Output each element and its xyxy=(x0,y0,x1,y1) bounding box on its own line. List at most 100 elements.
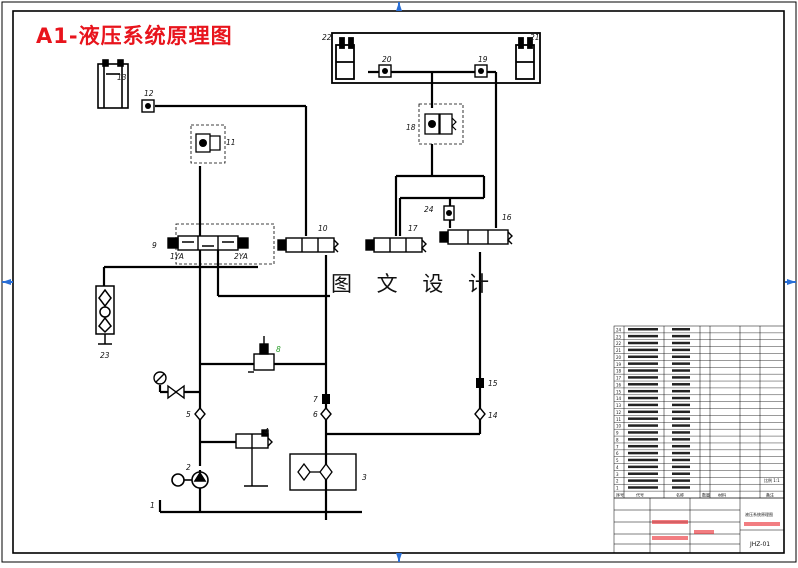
parts-row-name xyxy=(672,348,690,352)
parts-row-number: 7 xyxy=(616,444,619,449)
label-4: 4 xyxy=(264,427,269,436)
parts-row-number: 1 xyxy=(616,486,619,491)
parts-row-name xyxy=(672,376,690,379)
parts-row-number: 17 xyxy=(616,376,622,381)
parts-row-number: 5 xyxy=(616,458,619,463)
parts-row-code xyxy=(628,403,658,407)
parts-row-name xyxy=(672,438,690,441)
label-22: 22 xyxy=(322,33,332,42)
parts-row-code xyxy=(628,465,658,469)
filter-3 xyxy=(289,453,357,491)
title-block-stamps xyxy=(652,520,780,540)
parts-row-number: 11 xyxy=(616,417,622,422)
solenoid-2ya: 2YA xyxy=(234,252,248,261)
check-valve-5 xyxy=(194,406,206,422)
parts-row-name xyxy=(672,355,690,359)
accumulator-13 xyxy=(97,59,129,109)
label-2: 2 xyxy=(186,463,191,472)
label-16: 16 xyxy=(502,213,512,222)
parts-row-number: 18 xyxy=(616,369,622,374)
parts-row-code xyxy=(628,444,658,448)
label-9: 9 xyxy=(152,241,157,250)
parts-row-code xyxy=(628,438,658,441)
parts-row-code xyxy=(628,410,658,414)
title-block-name: 液压系统原理图 xyxy=(745,511,773,517)
drawing-title: A1-液压系统原理图 xyxy=(36,24,233,48)
parts-row-number: 12 xyxy=(616,410,622,415)
parts-row-number: 19 xyxy=(616,362,622,367)
parts-row-number: 8 xyxy=(616,437,619,442)
parts-row-number: 22 xyxy=(616,341,622,346)
label-3: 3 xyxy=(362,473,367,482)
label-19: 19 xyxy=(478,55,488,64)
parts-row-name xyxy=(672,389,690,393)
parts-header-cell: 名称 xyxy=(676,492,684,498)
parts-header-cell: 数量 xyxy=(702,492,710,498)
label-5: 5 xyxy=(186,410,191,419)
parts-row-name xyxy=(672,417,690,420)
parts-row-name xyxy=(672,334,690,338)
parts-row-number: 4 xyxy=(616,465,619,470)
parts-row-number: 21 xyxy=(616,348,622,353)
directional-valve-10 xyxy=(277,237,339,253)
check-valve-19 xyxy=(474,64,488,78)
parts-row-name xyxy=(672,341,690,345)
parts-row-number: 20 xyxy=(616,355,622,360)
drawing-number: JHZ-01 xyxy=(749,541,770,548)
parts-row-name xyxy=(672,369,690,372)
parts-list-rows: 242322212019181716151413121110987654321序… xyxy=(614,327,784,498)
label-10: 10 xyxy=(318,224,328,233)
parts-row-name xyxy=(672,424,690,427)
parts-row-code xyxy=(628,376,658,379)
label-12: 12 xyxy=(144,89,154,98)
parts-row-code xyxy=(628,479,658,482)
check-valve-24 xyxy=(443,205,455,221)
solenoid-1ya: 1YA xyxy=(170,252,184,261)
valve-9-group-box xyxy=(175,223,275,265)
parts-row-name xyxy=(672,396,690,400)
check-valve-12 xyxy=(141,99,155,113)
parts-row-name xyxy=(672,410,690,414)
parts-row-number: 16 xyxy=(616,382,622,387)
parts-row-code xyxy=(628,383,658,386)
label-8: 8 xyxy=(276,345,281,354)
check-valve-14 xyxy=(474,406,486,422)
parts-header-cell: 备注 xyxy=(766,492,774,498)
parts-row-code xyxy=(628,451,658,455)
parts-row-code xyxy=(628,458,658,462)
label-7: 7 xyxy=(313,395,318,404)
parts-row-number: 9 xyxy=(616,431,619,436)
parts-row-number: 14 xyxy=(616,396,622,401)
parts-row-name xyxy=(672,458,690,462)
parts-row-number: 23 xyxy=(616,334,622,339)
parts-row-name xyxy=(672,486,690,489)
label-14: 14 xyxy=(488,411,498,420)
parts-row-name xyxy=(672,451,690,455)
parts-row-number: 15 xyxy=(616,389,622,394)
parts-row-code xyxy=(628,341,658,345)
parts-row-name xyxy=(672,328,690,331)
parts-row-name xyxy=(672,403,690,407)
label-24: 24 xyxy=(424,205,434,214)
throttle-15 xyxy=(476,378,484,388)
parts-row-code xyxy=(628,431,658,434)
directional-valve-9 xyxy=(167,235,249,251)
label-13: 13 xyxy=(117,73,127,82)
label-17: 17 xyxy=(408,224,418,233)
parts-row-name xyxy=(672,383,690,386)
parts-header-cell: 代号 xyxy=(636,492,644,498)
parts-row-number: 6 xyxy=(616,451,619,456)
parts-row-name xyxy=(672,362,690,365)
scale-note: 比例 1:1 xyxy=(764,477,780,483)
parts-row-code xyxy=(628,355,658,359)
cylinder-assembly-21-22 xyxy=(331,32,541,84)
parts-row-code xyxy=(628,369,658,372)
label-1: 1 xyxy=(150,501,155,510)
valve-18 xyxy=(418,103,464,145)
label-15: 15 xyxy=(488,379,498,388)
gauge-cock xyxy=(167,384,185,400)
parts-row-code xyxy=(628,396,658,400)
directional-valve-17 xyxy=(365,237,427,253)
